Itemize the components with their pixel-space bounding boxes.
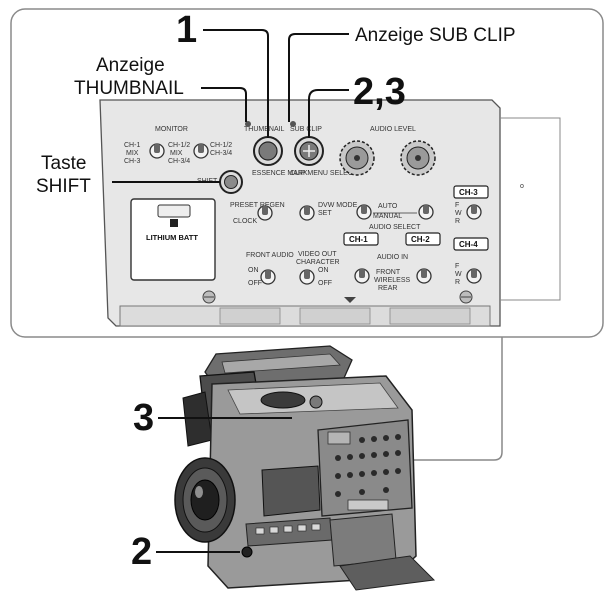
svg-text:REAR: REAR: [378, 285, 397, 292]
panel-label-sub-clip: SUB CLIP: [290, 126, 322, 133]
svg-text:R: R: [455, 279, 460, 286]
svg-text:MIX: MIX: [170, 150, 183, 157]
svg-text:DVW MODE: DVW MODE: [318, 202, 358, 209]
svg-text:CH-1/2: CH-1/2: [168, 142, 190, 149]
sub-clip-indicator: [290, 121, 296, 127]
panel-label-audio-level: AUDIO LEVEL: [370, 126, 416, 133]
callout-number-2: 2: [131, 531, 152, 573]
svg-text:CH-1: CH-1: [124, 142, 140, 149]
sub-clip-button[interactable]: [294, 136, 324, 166]
ch4-tag: CH-4: [459, 240, 478, 249]
svg-text:ON: ON: [248, 267, 259, 274]
svg-text:CHARACTER: CHARACTER: [296, 259, 340, 266]
callout-thumbnail-label-line1: Anzeige: [96, 55, 165, 76]
svg-text:ESSENCE MARK: ESSENCE MARK: [252, 170, 308, 177]
svg-text:SET: SET: [318, 210, 332, 217]
svg-text:VIDEO OUT: VIDEO OUT: [298, 251, 337, 258]
svg-text:OFF: OFF: [318, 280, 332, 287]
shift-button[interactable]: [219, 170, 243, 194]
svg-text:LITHIUM BATT: LITHIUM BATT: [146, 233, 198, 242]
svg-text:AUDIO SELECT: AUDIO SELECT: [369, 224, 421, 231]
svg-text:W: W: [455, 271, 462, 278]
callout-thumbnail-label-line2: THUMBNAIL: [74, 78, 184, 99]
ch3-tag: CH-3: [459, 188, 478, 197]
audio-level-knob-1[interactable]: [339, 140, 375, 176]
svg-text:F: F: [455, 202, 459, 209]
camera-shift-button: [241, 546, 253, 558]
svg-text:MANUAL: MANUAL: [373, 213, 402, 220]
svg-text:R: R: [455, 218, 460, 225]
svg-text:CLIP MENU SELECT: CLIP MENU SELECT: [290, 170, 358, 177]
thumbnail-indicator: [245, 121, 251, 127]
lithium-battery-compartment: LITHIUM BATT: [130, 198, 216, 281]
callout-shift-label-line1: Taste: [41, 153, 86, 174]
callout-number-1: 1: [176, 9, 197, 51]
callout-shift-label-line2: SHIFT: [36, 176, 91, 197]
svg-text:AUTO: AUTO: [378, 203, 398, 210]
callouts-top: 1 Anzeige SUB CLIP Anzeige THUMBNAIL 2,3…: [36, 9, 516, 197]
camcorder-illustration: [174, 345, 436, 591]
svg-text:CH-3: CH-3: [124, 158, 140, 165]
svg-text:OFF: OFF: [248, 280, 262, 287]
callout-number-2-3: 2,3: [353, 71, 406, 113]
svg-text:o: o: [520, 183, 524, 190]
panel-label-monitor: MONITOR: [155, 126, 188, 133]
svg-text:FRONT: FRONT: [376, 269, 401, 276]
svg-text:CH-1/2: CH-1/2: [210, 142, 232, 149]
svg-text:PRESET REGEN: PRESET REGEN: [230, 202, 285, 209]
svg-text:CH-3/4: CH-3/4: [210, 150, 232, 157]
ch1-tag: CH-1: [349, 235, 368, 244]
callout-number-3: 3: [133, 397, 154, 439]
svg-text:F: F: [455, 263, 459, 270]
audio-level-knob-2[interactable]: [400, 140, 436, 176]
svg-text:ON: ON: [318, 267, 329, 274]
svg-text:W: W: [455, 210, 462, 217]
svg-text:CLOCK: CLOCK: [233, 218, 257, 225]
svg-text:CH-3/4: CH-3/4: [168, 158, 190, 165]
svg-text:WIRELESS: WIRELESS: [374, 277, 411, 284]
panel-label-thumbnail: THUMBNAIL: [244, 126, 285, 133]
svg-text:MIX: MIX: [126, 150, 139, 157]
svg-text:FRONT AUDIO: FRONT AUDIO: [246, 252, 294, 259]
enlarged-panel: o MONITOR CH-1 MIX CH-3 CH-1/2 MIX CH-3/…: [10, 8, 604, 338]
callouts-camera: 3 2: [131, 397, 292, 573]
thumbnail-button[interactable]: [253, 136, 283, 166]
svg-text:AUDIO IN: AUDIO IN: [377, 254, 408, 261]
ch2-tag: CH-2: [411, 235, 430, 244]
callout-sub-clip-label: Anzeige SUB CLIP: [355, 25, 516, 46]
panel-connector-line: [408, 337, 503, 461]
